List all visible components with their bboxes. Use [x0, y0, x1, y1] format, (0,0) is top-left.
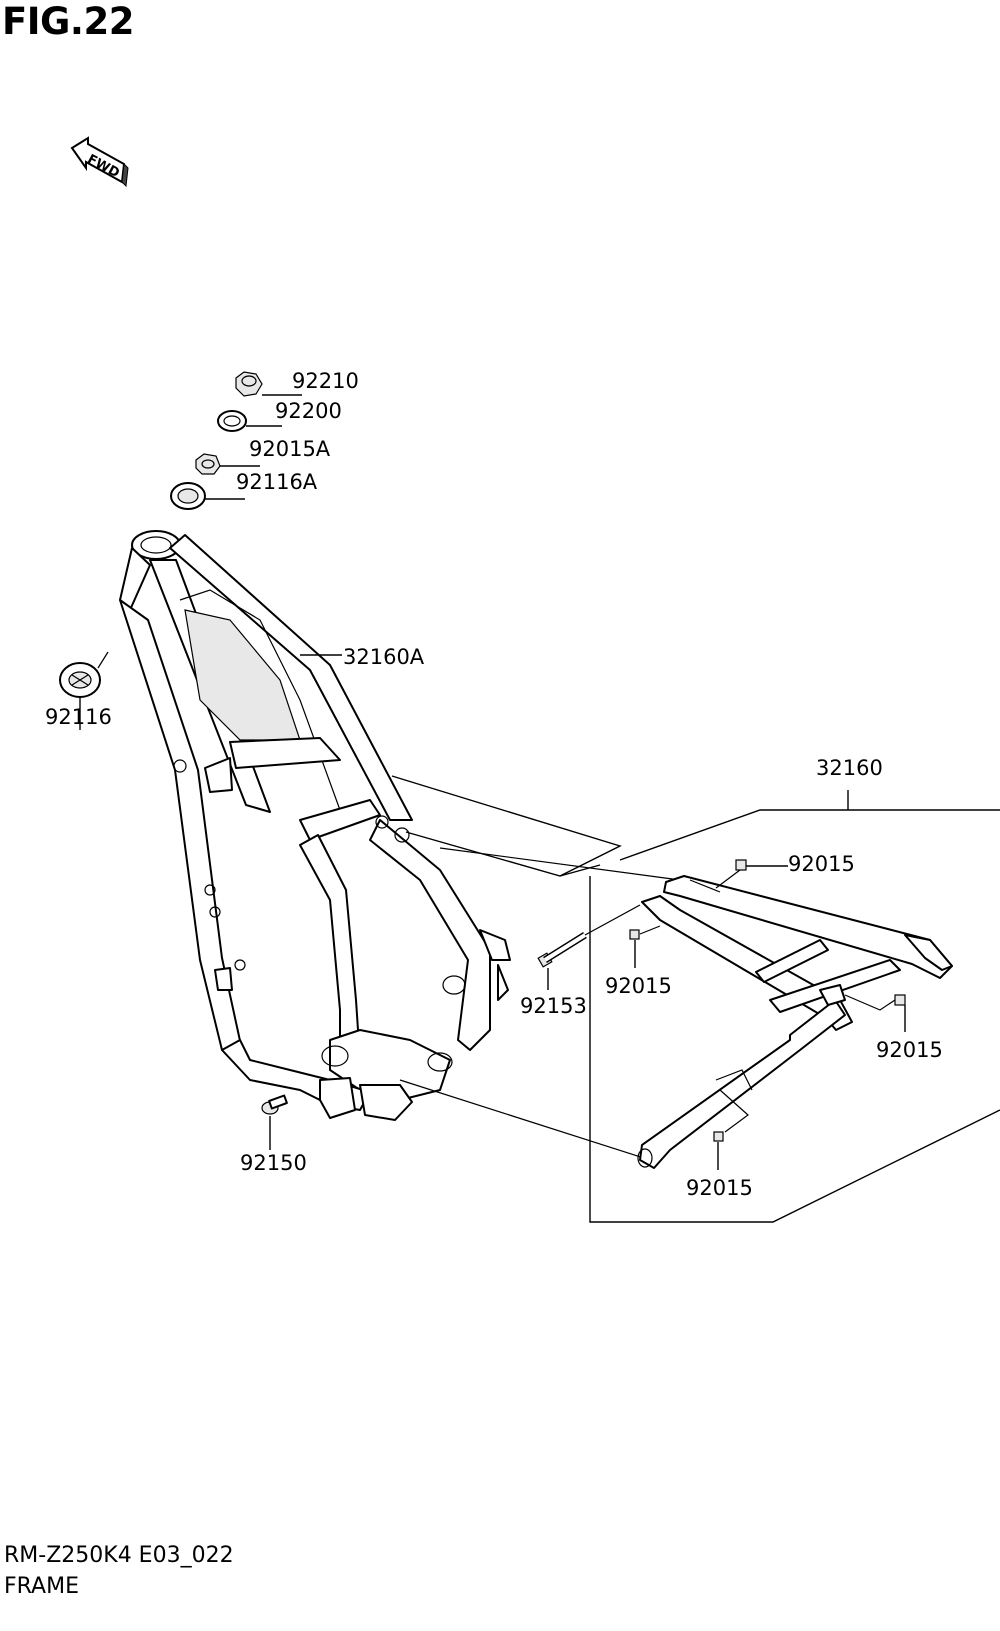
part-label-92150: 92150 — [240, 1151, 307, 1175]
part-label-32160a: 32160A — [343, 645, 425, 669]
part-label-92116: 92116 — [45, 705, 112, 729]
bolt-92015-right — [894, 994, 906, 1006]
part-label-92015-mid: 92015 — [605, 974, 672, 998]
part-label-92153: 92153 — [520, 994, 587, 1018]
diagram-code: RM-Z250K4 E03_022 — [4, 1543, 234, 1568]
nut-92015a — [195, 453, 221, 475]
figure-title: FIG.22 — [2, 0, 134, 43]
bolt-92150 — [261, 1094, 288, 1115]
part-label-92015-top: 92015 — [788, 852, 855, 876]
part-label-32160: 32160 — [816, 756, 883, 780]
bearing-92116a — [170, 482, 206, 510]
part-label-92015-bottom: 92015 — [686, 1176, 753, 1200]
nut-92210 — [235, 371, 263, 397]
washer-92200 — [217, 410, 247, 432]
rear-subframe-32160 — [637, 875, 953, 1169]
part-label-92210: 92210 — [292, 369, 359, 393]
bolt-92015-top — [735, 859, 747, 871]
bolt-92015-mid — [629, 929, 640, 940]
main-frame-32160a — [119, 530, 511, 1121]
fwd-arrow-icon: FWD — [70, 136, 129, 188]
bolt-92153 — [537, 932, 587, 968]
part-label-92015-right: 92015 — [876, 1038, 943, 1062]
diagram-name: FRAME — [4, 1574, 79, 1599]
part-label-92200: 92200 — [275, 399, 342, 423]
bolt-92015-bottom — [713, 1131, 724, 1142]
bearing-92116 — [59, 662, 101, 698]
part-label-92116a: 92116A — [236, 470, 318, 494]
part-label-92015a: 92015A — [249, 437, 331, 461]
subframe-bracket — [391, 775, 1000, 1223]
